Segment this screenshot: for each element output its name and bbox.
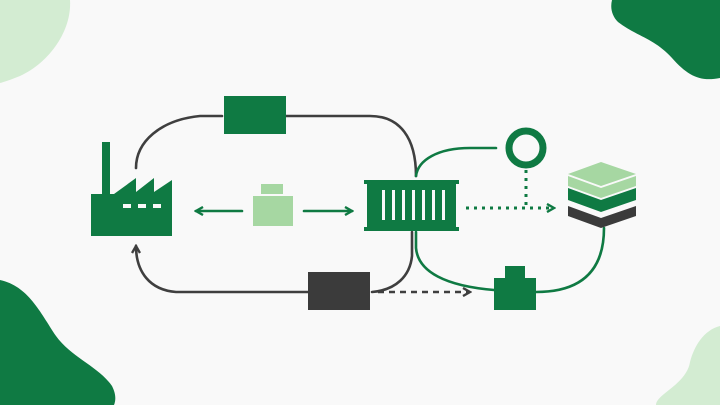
edge-top-loop (134, 114, 418, 178)
corner-blob-top-left (0, 0, 71, 83)
ring-marker-icon (505, 127, 547, 169)
edge-jar-to-stack (534, 226, 606, 294)
corner-blob-bottom-left (0, 280, 116, 405)
edge-bottom-loop-to-factory (136, 230, 414, 294)
factory-windows (123, 204, 161, 208)
jar-icon (494, 266, 536, 310)
edge-container-to-ring (414, 146, 498, 178)
corner-blob-bottom-right (656, 326, 720, 405)
parcel-icon (253, 184, 293, 226)
factory-icon (91, 142, 172, 236)
edge-container-to-jar (414, 230, 496, 292)
corner-blob-top-right (611, 0, 720, 80)
layer-stack-icon (568, 162, 636, 228)
bottom-block-icon (308, 272, 370, 310)
shipping-container-icon (364, 180, 459, 231)
top-block-icon (224, 96, 286, 134)
